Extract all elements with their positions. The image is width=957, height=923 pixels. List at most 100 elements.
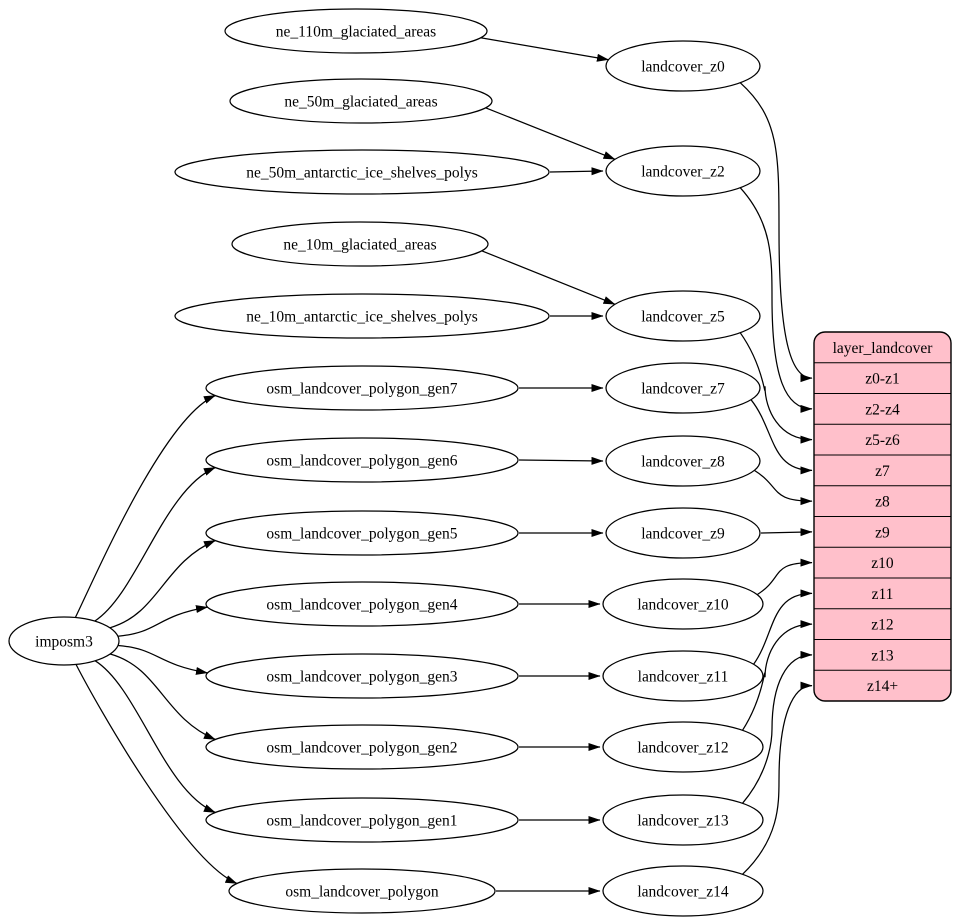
node-label-landcover_z11: landcover_z11	[638, 669, 729, 686]
table-row-z11: z11	[872, 586, 894, 603]
node-osm_landcover_polygon_gen4: osm_landcover_polygon_gen4	[205, 581, 519, 627]
node-shape-landcover_z2	[605, 145, 761, 197]
node-osm_landcover_polygon_gen5: osm_landcover_polygon_gen5	[205, 510, 519, 556]
node-label-osm_landcover_polygon_gen6: osm_landcover_polygon_gen6	[266, 453, 457, 470]
node-label-osm_landcover_polygon_gen1: osm_landcover_polygon_gen1	[266, 813, 457, 830]
node-shape-landcover_z13	[602, 794, 764, 846]
node-shape-landcover_z9	[605, 507, 761, 559]
table-layer: layer_landcoverz0-z1z2-z4z5-z6z7z8z9z10z…	[813, 331, 952, 702]
node-label-landcover_z0: landcover_z0	[641, 59, 725, 76]
node-label-landcover_z2: landcover_z2	[641, 164, 725, 181]
edge-landcover_z8--row-z8	[754, 469, 813, 506]
edge-imposm3--osm_landcover_polygon_gen6	[94, 466, 216, 622]
table-row-z10: z10	[871, 555, 894, 572]
table-row-z12: z12	[871, 617, 893, 634]
node-shape-landcover_z11	[602, 650, 764, 702]
node-osm_landcover_polygon_gen7: osm_landcover_polygon_gen7	[205, 365, 519, 411]
node-osm_landcover_polygon_gen3: osm_landcover_polygon_gen3	[205, 653, 519, 699]
node-landcover_z0: landcover_z0	[605, 40, 761, 92]
node-landcover_z2: landcover_z2	[605, 145, 761, 197]
node-label-osm_landcover_polygon_gen4: osm_landcover_polygon_gen4	[266, 597, 457, 614]
node-label-osm_landcover_polygon: osm_landcover_polygon	[285, 884, 439, 901]
node-label-ne_110m_glaciated_areas: ne_110m_glaciated_areas	[276, 24, 436, 41]
node-shape-osm_landcover_polygon_gen1	[205, 797, 519, 843]
node-label-osm_landcover_polygon_gen2: osm_landcover_polygon_gen2	[266, 740, 457, 757]
node-ne_10m_glaciated_areas: ne_10m_glaciated_areas	[231, 221, 489, 267]
table-layer_landcover: layer_landcoverz0-z1z2-z4z5-z6z7z8z9z10z…	[813, 331, 952, 702]
edge-landcover_z9--row-z9	[760, 528, 813, 537]
edge-landcover_z5--row-z5-z6	[739, 332, 813, 444]
node-shape-landcover_z5	[605, 290, 761, 342]
node-osm_landcover_polygon_gen2: osm_landcover_polygon_gen2	[205, 724, 519, 770]
node-landcover_z11: landcover_z11	[602, 650, 764, 702]
edge-ne_50m_antarctic_ice_shelves_polys--landcover_z2	[549, 167, 604, 176]
node-shape-landcover_z8	[605, 435, 761, 487]
edge-landcover_z7--row-z7	[750, 399, 813, 475]
node-label-ne_50m_glaciated_areas: ne_50m_glaciated_areas	[284, 94, 437, 111]
node-label-osm_landcover_polygon_gen5: osm_landcover_polygon_gen5	[266, 526, 457, 543]
edge-imposm3--osm_landcover_polygon_gen3	[117, 644, 208, 675]
node-landcover_z9: landcover_z9	[605, 507, 761, 559]
node-landcover_z5: landcover_z5	[605, 290, 761, 342]
table-row-z14+: z14+	[867, 678, 898, 695]
table-row-z9: z9	[875, 524, 890, 541]
node-shape-imposm3	[8, 616, 120, 666]
node-shape-ne_110m_glaciated_areas	[224, 8, 488, 54]
edge-imposm3--osm_landcover_polygon_gen7	[74, 394, 216, 618]
edge-imposm3--osm_landcover_polygon_gen4	[117, 605, 208, 637]
node-label-osm_landcover_polygon_gen3: osm_landcover_polygon_gen3	[266, 669, 457, 686]
node-shape-landcover_z7	[605, 362, 761, 414]
node-ne_110m_glaciated_areas: ne_110m_glaciated_areas	[224, 8, 488, 54]
table-header: layer_landcover	[833, 340, 934, 357]
node-shape-ne_50m_glaciated_areas	[229, 78, 493, 124]
node-landcover_z13: landcover_z13	[602, 794, 764, 846]
node-shape-landcover_z14	[602, 865, 764, 917]
node-shape-osm_landcover_polygon_gen2	[205, 724, 519, 770]
node-shape-ne_50m_antarctic_ice_shelves_polys	[174, 149, 550, 195]
node-shape-osm_landcover_polygon_gen3	[205, 653, 519, 699]
node-label-ne_50m_antarctic_ice_shelves_polys: ne_50m_antarctic_ice_shelves_polys	[246, 165, 478, 182]
edge-landcover_z13--row-z13	[742, 650, 813, 804]
node-label-landcover_z14: landcover_z14	[637, 884, 728, 901]
edge-imposm3--osm_landcover_polygon	[75, 664, 238, 885]
node-label-landcover_z5: landcover_z5	[641, 309, 725, 326]
node-landcover_z10: landcover_z10	[602, 578, 764, 630]
table-row-z7: z7	[875, 463, 890, 480]
node-label-landcover_z12: landcover_z12	[637, 740, 728, 757]
node-shape-osm_landcover_polygon_gen5	[205, 510, 519, 556]
edge-landcover_z14--row-z14+	[742, 681, 813, 875]
edge-landcover_z2--row-z2-z4	[739, 187, 813, 413]
node-label-osm_landcover_polygon_gen7: osm_landcover_polygon_gen7	[266, 381, 457, 398]
node-label-landcover_z10: landcover_z10	[637, 597, 728, 614]
node-shape-ne_10m_glaciated_areas	[231, 221, 489, 267]
node-label-ne_10m_antarctic_ice_shelves_polys: ne_10m_antarctic_ice_shelves_polys	[246, 309, 478, 326]
node-ne_10m_antarctic_ice_shelves_polys: ne_10m_antarctic_ice_shelves_polys	[174, 293, 550, 339]
node-ne_50m_glaciated_areas: ne_50m_glaciated_areas	[229, 78, 493, 124]
node-label-ne_10m_glaciated_areas: ne_10m_glaciated_areas	[283, 237, 436, 254]
node-ne_50m_antarctic_ice_shelves_polys: ne_50m_antarctic_ice_shelves_polys	[174, 149, 550, 195]
node-shape-landcover_z10	[602, 578, 764, 630]
node-shape-landcover_z0	[605, 40, 761, 92]
table-row-z5-z6: z5-z6	[865, 432, 900, 449]
edge-landcover_z0--row-z0-z1	[739, 82, 813, 383]
node-landcover_z8: landcover_z8	[605, 435, 761, 487]
node-label-landcover_z13: landcover_z13	[637, 813, 728, 830]
node-shape-osm_landcover_polygon_gen6	[205, 437, 519, 483]
table-row-z0-z1: z0-z1	[865, 371, 899, 388]
edge-layer	[74, 37, 813, 895]
edge-ne_10m_glaciated_areas--landcover_z5	[481, 250, 616, 305]
node-landcover_z7: landcover_z7	[605, 362, 761, 414]
edge-landcover_z12--row-z12	[741, 620, 813, 731]
node-shape-osm_landcover_polygon	[228, 868, 496, 914]
edge-imposm3--osm_landcover_polygon_gen5	[109, 539, 216, 629]
node-landcover_z14: landcover_z14	[602, 865, 764, 917]
table-row-z13: z13	[871, 647, 894, 664]
table-row-z8: z8	[875, 494, 890, 511]
node-label-landcover_z9: landcover_z9	[641, 526, 725, 543]
node-imposm3: imposm3	[8, 616, 120, 666]
edge-osm_landcover_polygon_gen6--landcover_z8	[518, 456, 604, 465]
node-label-landcover_z7: landcover_z7	[641, 381, 725, 398]
node-osm_landcover_polygon: osm_landcover_polygon	[228, 868, 496, 914]
edge-imposm3--osm_landcover_polygon_gen2	[110, 653, 216, 741]
